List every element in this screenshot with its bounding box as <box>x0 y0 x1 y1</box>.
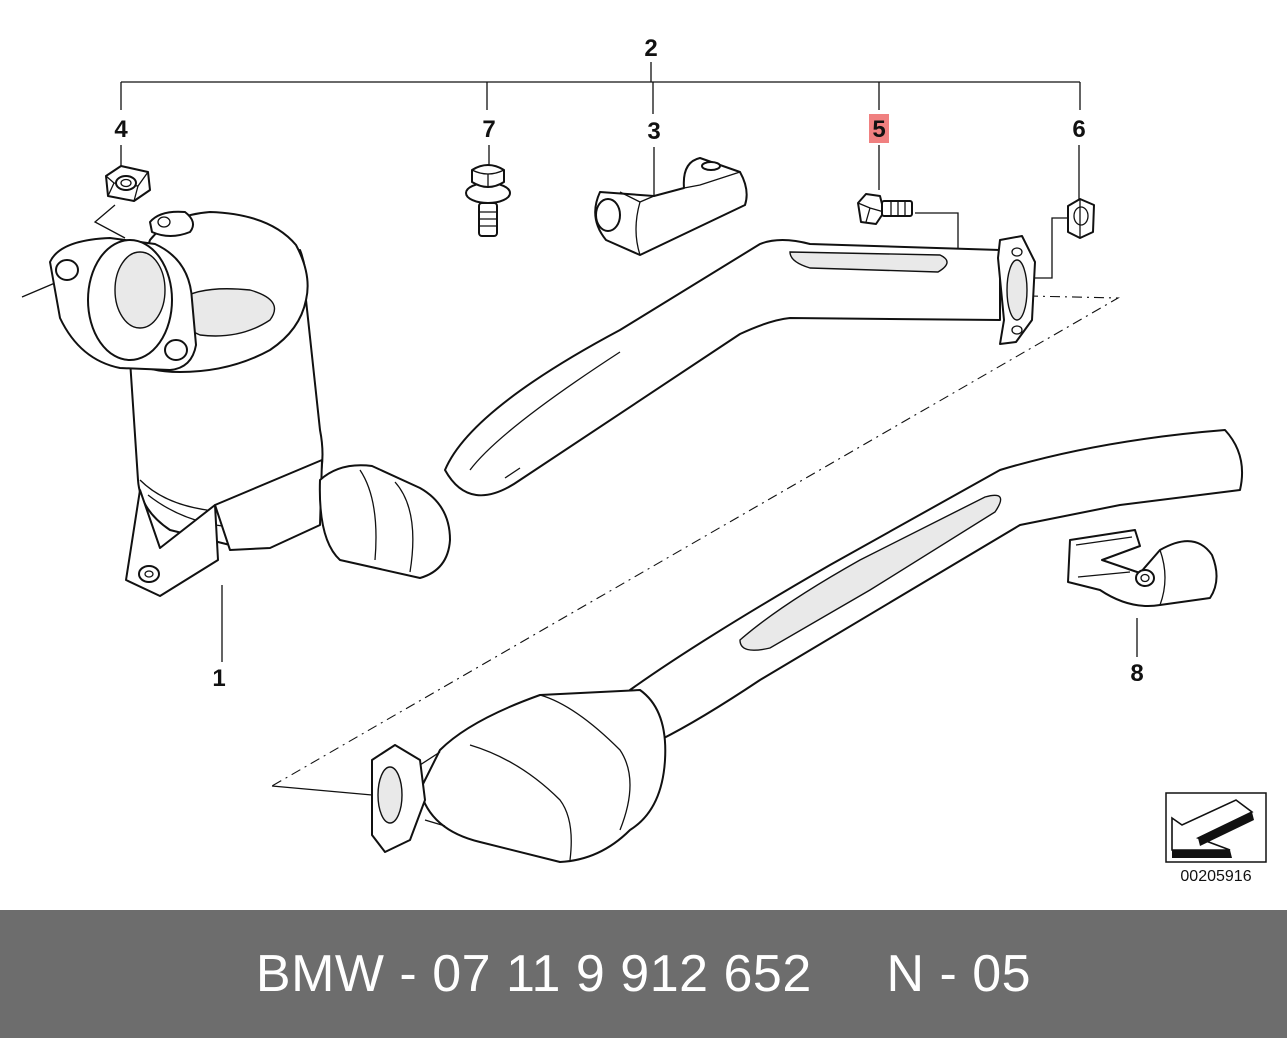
direction-arrow-icon <box>1165 792 1267 863</box>
group-bracket <box>120 62 1081 114</box>
bracket-part-3[interactable] <box>594 157 748 256</box>
flange-bolt-part-7[interactable] <box>465 164 511 237</box>
rubber-mount-part-8[interactable] <box>1067 529 1218 607</box>
callout-6[interactable]: 6 <box>1072 116 1085 143</box>
hex-bolt-part-5[interactable] <box>857 193 913 225</box>
callout-1[interactable]: 1 <box>212 665 225 692</box>
callout-highlight <box>869 114 889 143</box>
callout-3[interactable]: 3 <box>647 118 660 145</box>
exploded-parts-diagram: 2 4 7 3 5 6 1 8 <box>21 35 1267 863</box>
callout-2[interactable]: 2 <box>644 35 657 62</box>
callout-8[interactable]: 8 <box>1130 660 1143 687</box>
footer-bar: BMW - 07 11 9 912 652 N - 05 <box>0 910 1287 1038</box>
part-number-title: BMW - 07 11 9 912 652 N - 05 <box>255 945 1032 1003</box>
rear-converter-assembly[interactable] <box>371 429 1244 863</box>
exhaust-pipe[interactable] <box>444 235 1036 497</box>
callout-4[interactable]: 4 <box>114 116 128 143</box>
assembly-guide-lines <box>271 295 1120 787</box>
callout-5[interactable]: 5 <box>872 116 885 143</box>
nut-part-6[interactable] <box>1067 198 1095 239</box>
drawing-number: 00205916 <box>1180 868 1252 885</box>
hex-nut-part-4[interactable] <box>105 165 151 202</box>
catalytic-converter-part-1[interactable] <box>49 210 451 597</box>
callout-7[interactable]: 7 <box>482 116 495 143</box>
